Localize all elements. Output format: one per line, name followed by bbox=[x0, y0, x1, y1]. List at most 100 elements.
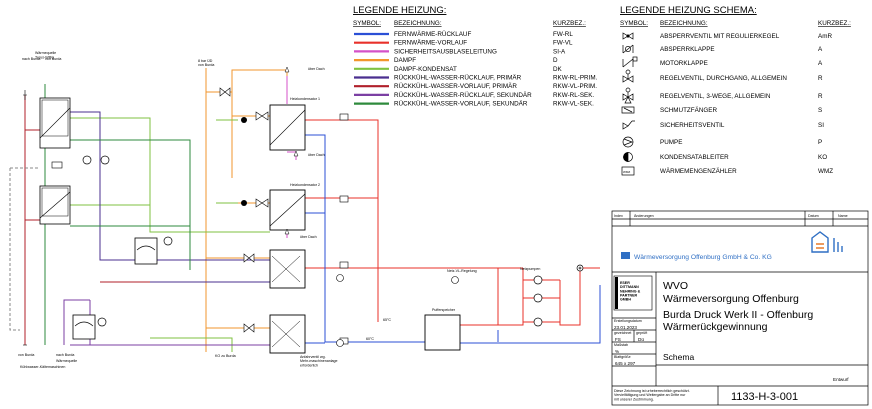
legend-schema-short: R bbox=[818, 93, 823, 100]
dh-return-line bbox=[305, 134, 601, 344]
legend-heating: LEGENDE HEIZUNG: SYMBOL: BEZEICHNUNG: KU… bbox=[353, 5, 598, 108]
label-bottom-from-burda: von Burda bbox=[18, 353, 34, 357]
legend-heating-short: FW-RL bbox=[553, 31, 573, 38]
tb-copyright-text: Diese Zeichnung ist urheberrechtlich ges… bbox=[614, 389, 690, 401]
legend-schema-col-symbol: SYMBOL: bbox=[620, 20, 648, 27]
legend-heating-col-desc: BEZEICHNUNG: bbox=[394, 20, 442, 27]
tb-sheet-label: Blattgröße bbox=[614, 355, 631, 359]
legend-schema-col-short: KURZBEZ.: bbox=[818, 20, 851, 27]
legend-schema-row: SCHMUTZFÄNGER S bbox=[621, 106, 822, 114]
legend-schema-label: WÄRMEMENGENZÄHLER bbox=[660, 167, 737, 175]
legend-heating-short: RKW-VL-PRIM. bbox=[553, 83, 597, 90]
legend-schema-label: SICHERHEITSVENTIL bbox=[660, 122, 725, 129]
steam-trap-icon bbox=[623, 152, 633, 162]
label-temp-65: 65°C bbox=[383, 318, 391, 322]
label-over-roof-2: über Dach bbox=[308, 153, 325, 157]
dh-supply-line bbox=[305, 119, 600, 326]
three-way-valve-icon bbox=[622, 87, 634, 104]
tb-project-line2: Burda Druck Werk II - Offenburg bbox=[663, 309, 813, 321]
tb-sheet: 645 x 297 bbox=[615, 361, 636, 366]
legend-heating-short: DK bbox=[553, 66, 563, 73]
legend-schema-col-desc: BEZEICHNUNG: bbox=[660, 20, 708, 27]
legend-schema-title: LEGENDE HEIZUNG SCHEMA: bbox=[620, 5, 757, 16]
company-logo: Wärmeversorgung Offenburg GmbH & Co. KG bbox=[621, 231, 843, 261]
label-heat-condenser-2: Heizkondensator 2 bbox=[290, 183, 320, 187]
label-buffer-tank: Pufferspeicher bbox=[432, 308, 456, 312]
pump-icon bbox=[82, 155, 584, 327]
legend-schema-label: KONDENSATABLEITER bbox=[660, 154, 729, 161]
tb-checked-label: geprüft bbox=[636, 331, 647, 335]
motor-valve-icon bbox=[622, 56, 638, 68]
legend-schema-label: ABSPERRVENTIL MIT REGULIERKEGEL bbox=[660, 33, 780, 40]
legend-schema-short: SI bbox=[818, 122, 824, 129]
aux-dashed-line bbox=[9, 167, 40, 331]
strainer-icon bbox=[621, 106, 635, 114]
tb-status: Entwurf bbox=[833, 377, 849, 382]
buffer-tank bbox=[424, 314, 461, 351]
legend-heating-row: RÜCKKÜHL-WASSER-VORLAUF, PRIMÄR RKW-VL-PR… bbox=[354, 82, 597, 90]
tb-col-index: Index bbox=[614, 214, 623, 218]
rkw-vl-sek-line bbox=[44, 84, 191, 345]
legend-heating-label: RÜCKKÜHL-WASSER-RÜCKLAUF, PRIMÄR bbox=[394, 74, 522, 82]
safety-valve-icon bbox=[622, 120, 635, 130]
company-emblem-icon bbox=[811, 231, 829, 253]
safety-valve-icon bbox=[284, 66, 299, 235]
legend-heating-label: SICHERHEITSAUSBLASELEITUNG bbox=[394, 48, 497, 55]
tb-scale: % bbox=[615, 349, 619, 354]
steam-trap-icon bbox=[241, 117, 247, 206]
control-valve-icon bbox=[622, 69, 634, 83]
tb-project-name: Wärmeversorgung Offenburg bbox=[663, 293, 799, 305]
legend-schema-label: SCHMUTZFÄNGER bbox=[660, 106, 717, 114]
tb-project-line3: Wärmerückgewinnung bbox=[663, 321, 768, 333]
condensate-tank-1 bbox=[134, 237, 158, 265]
legend-schema-short: S bbox=[818, 107, 822, 114]
label-over-roof-1: über Dach bbox=[308, 67, 325, 71]
legend-heating-short: D bbox=[553, 57, 558, 64]
svg-text:WMZ: WMZ bbox=[623, 170, 630, 174]
condensate-tank-2 bbox=[72, 314, 96, 340]
tb-col-changes: Änderungen bbox=[634, 214, 654, 218]
label-bottom-cooling: Kühlwasser-Kältemaschinen bbox=[20, 365, 65, 369]
label-over-roof-3: über Dach bbox=[300, 235, 317, 239]
control-valve-icon bbox=[219, 87, 269, 333]
legend-schema-short: P bbox=[818, 139, 822, 146]
legend-heating-label: RÜCKKÜHL-WASSER-VORLAUF, PRIMÄR bbox=[394, 82, 517, 90]
legend-heating-col-short: KURZBEZ.: bbox=[553, 20, 586, 27]
butterfly-valve-icon bbox=[622, 44, 634, 54]
legend-schema-label: REGELVENTIL, DURCHGANG, ALLGEMEIN bbox=[660, 75, 787, 82]
steam-line bbox=[205, 68, 288, 352]
legend-heating-short: SI-A bbox=[553, 48, 566, 55]
legend-schema-short: KO bbox=[818, 154, 827, 161]
legend-schema-row: KONDENSATABLEITER KO bbox=[623, 152, 827, 162]
label-temp-60: 60°C bbox=[366, 337, 374, 341]
legend-heating-row: RÜCKKÜHL-WASSER-RÜCKLAUF, PRIMÄR RKW-RL-P… bbox=[354, 74, 598, 82]
plate-hx-2 bbox=[269, 314, 306, 354]
rkw-vl-prim-line bbox=[24, 95, 150, 345]
heat-meter-icon bbox=[51, 113, 349, 345]
legend-heating-short: RKW-RL-PRIM. bbox=[553, 75, 598, 82]
label-bottom-source: Wärmequelle bbox=[56, 359, 77, 363]
legend-schema-label: ABSPERRKLAPPE bbox=[660, 46, 715, 53]
rkw-rl-prim-line bbox=[70, 111, 270, 283]
title-block bbox=[611, 210, 869, 406]
heat-meter-icon: WMZ bbox=[621, 166, 635, 176]
legend-heating-label: DAMPF-KONDENSAT bbox=[394, 66, 457, 73]
tb-copyright: Diese Zeichnung ist urheberrechtlich ges… bbox=[614, 389, 690, 401]
tb-drawn-label: gezeichnet bbox=[614, 331, 631, 335]
